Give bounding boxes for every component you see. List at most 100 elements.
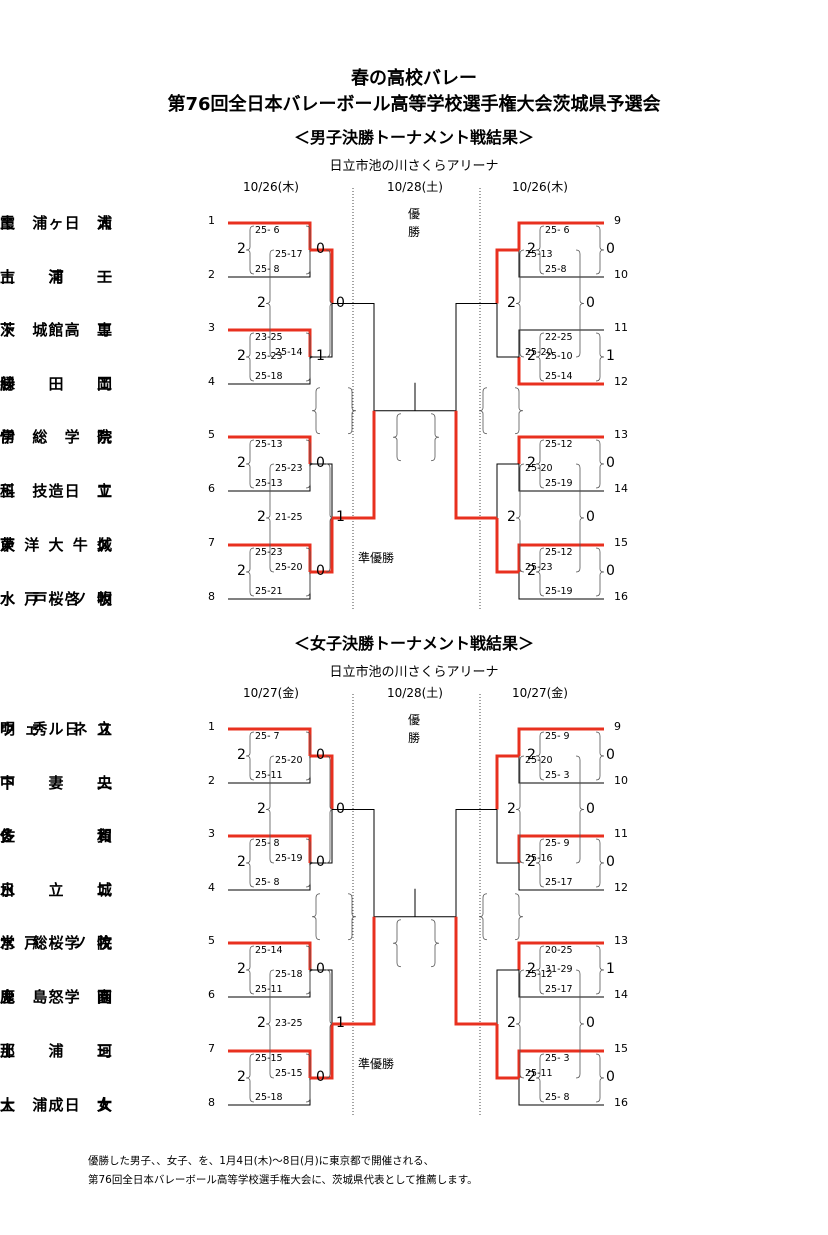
loser-path bbox=[310, 463, 333, 518]
seed-number: 16 bbox=[614, 590, 628, 603]
score-sets-won: 2 bbox=[237, 241, 246, 257]
score-sets-won: 2 bbox=[237, 854, 246, 870]
team-name: 中 央 bbox=[0, 774, 112, 792]
score-brace-open bbox=[515, 969, 525, 1079]
final-path bbox=[415, 303, 497, 412]
score-sets-lost: 0 bbox=[586, 1015, 595, 1031]
winner-path bbox=[454, 916, 497, 1026]
score-sets-lost: 1 bbox=[336, 509, 345, 525]
set-score-1: 25-23 bbox=[255, 547, 283, 558]
loser-path bbox=[310, 809, 333, 864]
footer-line2: 第76回全日本バレーボール高等学校選手権大会に、茨城県代表として推薦します。 bbox=[88, 1174, 478, 1186]
score-sets-won: 2 bbox=[237, 747, 246, 763]
seed-number: 6 bbox=[208, 482, 215, 495]
team-name: 水 城 bbox=[0, 881, 112, 899]
score-sets-lost: 0 bbox=[316, 241, 325, 257]
score-brace-close bbox=[575, 969, 585, 1079]
set-score-1: 25-14 bbox=[255, 945, 283, 956]
seed-number: 6 bbox=[208, 988, 215, 1001]
set-score-1: 25-20 bbox=[525, 755, 553, 766]
score-sets-lost: 0 bbox=[586, 294, 595, 311]
team-name: 古 河 一 bbox=[0, 268, 112, 286]
set-score-3: 25-15 bbox=[275, 1068, 303, 1079]
winner-path bbox=[495, 754, 519, 810]
score-brace-open bbox=[535, 945, 545, 995]
set-score-3: 25- 8 bbox=[545, 1092, 570, 1103]
footer-line1: 優勝した男子、、女子、を、1月4日(木)～8日(月)に東京都で開催される、 bbox=[88, 1155, 435, 1167]
score-sets-lost: 1 bbox=[336, 1015, 345, 1031]
score-sets-lost: 0 bbox=[316, 563, 325, 579]
score-sets-won: 2 bbox=[527, 455, 536, 471]
page-title-line2: 第76回全日本バレーボール高等学校選手権大会茨城県予選会 bbox=[167, 94, 661, 115]
team-name: 佐 和 bbox=[0, 827, 112, 845]
loser-path bbox=[518, 756, 604, 784]
seed-number: 13 bbox=[614, 428, 628, 441]
seed-number: 14 bbox=[614, 482, 628, 495]
semi-brace-open bbox=[478, 893, 488, 941]
team-name: 土浦日大 bbox=[0, 1096, 112, 1114]
team-name: 那 珂 bbox=[0, 1042, 112, 1060]
date-right: 10/26(木) bbox=[512, 180, 568, 194]
loser-path bbox=[518, 250, 604, 278]
loser-path bbox=[496, 303, 519, 358]
set-score-2: 25-23 bbox=[255, 351, 283, 362]
seed-number: 5 bbox=[208, 934, 215, 947]
score-brace-open bbox=[515, 249, 525, 358]
team-name: 明秀日立 bbox=[0, 720, 112, 738]
set-score-1: 23-25 bbox=[255, 332, 283, 343]
semi-brace-close bbox=[347, 893, 357, 941]
team-name: 土 浦 三 bbox=[0, 1042, 112, 1060]
venue-label: 日立市池の川さくらアリーナ bbox=[329, 159, 499, 174]
score-sets-lost: 0 bbox=[316, 961, 325, 977]
set-score-1: 25-15 bbox=[255, 1053, 283, 1064]
seed-number: 8 bbox=[208, 590, 215, 603]
set-score-3: 25-19 bbox=[275, 853, 303, 864]
score-sets-lost: 0 bbox=[606, 455, 615, 471]
seed-number: 7 bbox=[208, 1042, 215, 1055]
winner-path bbox=[517, 1049, 604, 1078]
winner-path bbox=[517, 543, 604, 572]
score-sets-won: 2 bbox=[237, 348, 246, 364]
team-name: ウェルネス bbox=[0, 720, 112, 738]
score-brace-open bbox=[265, 969, 275, 1079]
score-sets-lost: 0 bbox=[316, 854, 325, 870]
score-brace-close bbox=[595, 332, 605, 382]
winner-path bbox=[310, 248, 334, 304]
set-score-3: 25-20 bbox=[525, 347, 553, 358]
score-sets-won: 2 bbox=[527, 348, 536, 364]
score-sets-lost: 0 bbox=[316, 1069, 325, 1085]
score-brace-close bbox=[575, 463, 585, 573]
score-sets-won: 2 bbox=[527, 241, 536, 257]
set-score-3: 25-8 bbox=[545, 264, 567, 275]
team-name: 鹿島学園 bbox=[0, 988, 112, 1006]
score-brace-close bbox=[595, 945, 605, 995]
set-score-1: 25-12 bbox=[545, 547, 573, 558]
set-score-3: 25-11 bbox=[525, 1068, 553, 1079]
set-score-3: 25-11 bbox=[255, 984, 283, 995]
score-sets-lost: 1 bbox=[316, 348, 325, 364]
score-sets-lost: 0 bbox=[316, 455, 325, 471]
score-brace-open bbox=[535, 225, 545, 275]
score-sets-won: 2 bbox=[257, 294, 266, 311]
seed-number: 9 bbox=[614, 214, 621, 227]
winner-path bbox=[310, 1024, 334, 1080]
score-brace-open bbox=[245, 332, 255, 382]
date-center: 10/28(土) bbox=[387, 180, 443, 194]
set-score-1: 25- 6 bbox=[255, 225, 280, 236]
score-sets-won: 2 bbox=[527, 563, 536, 579]
venue-label: 日立市池の川さくらアリーナ bbox=[329, 665, 499, 680]
score-sets-won: 2 bbox=[507, 800, 516, 817]
team-name: 土浦日大 bbox=[0, 214, 112, 232]
seed-number: 15 bbox=[614, 536, 628, 549]
champion-label: 勝 bbox=[408, 225, 421, 239]
score-sets-lost: 0 bbox=[336, 294, 345, 311]
score-sets-won: 2 bbox=[527, 1069, 536, 1085]
winner-path bbox=[517, 727, 604, 756]
score-sets-won: 2 bbox=[527, 747, 536, 763]
team-name: 東洋大牛久 bbox=[0, 536, 112, 554]
team-name: 科技日立 bbox=[0, 482, 112, 500]
set-score-1: 25-18 bbox=[275, 969, 303, 980]
set-score-1: 25- 8 bbox=[255, 838, 280, 849]
team-name: 下 館 工 bbox=[0, 321, 112, 339]
set-score-1: 25-13 bbox=[525, 249, 553, 260]
